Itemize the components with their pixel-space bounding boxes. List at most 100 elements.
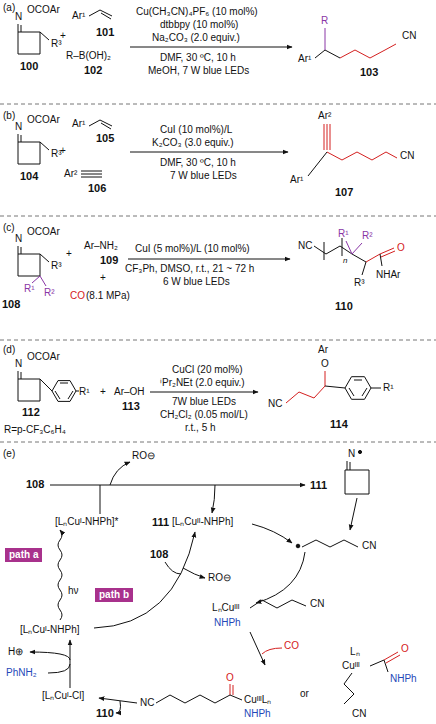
scheme-label: CF₃Ph, DMSO, r.t., 21 ~ 72 h	[125, 263, 254, 275]
scheme-label: (a)	[3, 2, 15, 14]
scheme-label: OCOAr	[27, 351, 60, 363]
scheme-label: OCOAr	[27, 114, 60, 126]
path-box: path b	[95, 588, 133, 602]
path-label: path b	[99, 589, 129, 600]
scheme-label: R¹	[79, 386, 90, 398]
scheme-label: CuᴵᴵᴵLₙ	[244, 694, 271, 706]
scheme-label: R³	[51, 38, 62, 50]
scheme-label: +	[100, 272, 106, 284]
scheme-label: R	[321, 15, 328, 27]
scheme-label: R²	[44, 287, 55, 299]
compound-number: 105	[96, 132, 114, 144]
scheme-label: NHPh	[244, 708, 271, 720]
compound-number: 110	[335, 300, 353, 312]
scheme-label: hν	[68, 585, 79, 597]
scheme-label: R¹	[338, 228, 349, 240]
scheme-label: R=p-CF₃C₆H₄	[4, 424, 66, 436]
compound-number: 111	[310, 479, 327, 491]
scheme-label: +	[60, 145, 66, 157]
scheme-label: +	[66, 248, 72, 260]
scheme-label: CN	[352, 708, 366, 720]
scheme-label: R³	[354, 277, 365, 289]
compound-number: 109	[100, 254, 118, 266]
scheme-label: (e)	[3, 448, 15, 460]
scheme-label: CO	[70, 290, 85, 302]
scheme-label: NHPh	[214, 617, 241, 629]
scheme-label: R–B(OH)₂	[66, 50, 111, 62]
scheme-label: Ar	[318, 344, 328, 356]
path-box: path a	[5, 548, 42, 562]
scheme-label: R³	[51, 148, 62, 160]
scheme-label: Lₙ	[350, 646, 360, 658]
compound-number: 107	[335, 186, 353, 198]
compound-number: 106	[88, 182, 106, 194]
scheme-label: CH₂Cl₂ (0.05 mol/L)	[160, 409, 248, 421]
scheme-label: n	[343, 255, 347, 267]
scheme-label: 7 W blue LEDs	[170, 170, 237, 182]
scheme-label: (d)	[3, 344, 15, 356]
scheme-label: Ar¹	[72, 118, 85, 130]
scheme-label: N	[348, 448, 355, 460]
scheme-label: CN	[362, 540, 376, 552]
compound-number: 114	[330, 418, 348, 430]
compound-number: 111	[152, 516, 169, 528]
scheme-label: NC	[298, 240, 312, 252]
scheme-label: R³	[51, 260, 62, 272]
scheme-label: +	[60, 30, 66, 42]
scheme-label: OCOAr	[27, 226, 60, 238]
scheme-label: Ar²	[318, 110, 331, 122]
compound-number: 108	[2, 298, 20, 310]
scheme-label: (c)	[3, 222, 15, 234]
scheme-label: Ar–NH₂	[84, 240, 118, 252]
scheme-label: Ar¹	[290, 174, 303, 186]
scheme-label: [LₙCuᴵ-NHPh]*	[55, 516, 118, 528]
scheme-label: or	[300, 688, 309, 700]
scheme-label: CuI (10 mol%)/L	[160, 124, 232, 136]
scheme-label: NHAr	[376, 269, 400, 281]
scheme-label: [LₙCuᴵᴵ-NHPh]	[172, 516, 233, 528]
compound-number: 108	[26, 478, 44, 490]
scheme-label: +	[100, 386, 106, 398]
scheme-label: DMF, 30 ºC, 10 h	[160, 157, 236, 169]
scheme-label: NC	[268, 398, 282, 410]
scheme-label: N	[15, 11, 22, 23]
compound-number: 110	[96, 707, 114, 719]
scheme-label: O	[226, 672, 234, 684]
compound-number: 113	[122, 400, 140, 412]
scheme-label: [LₙCuᴵ-Cl]	[42, 690, 84, 702]
path-label: path a	[9, 549, 38, 560]
scheme-label: Ar¹	[298, 53, 311, 65]
scheme-label: MeOH, 7 W blue LEDs	[148, 65, 249, 77]
scheme-label: RO⊖	[132, 450, 155, 462]
scheme-label: R¹	[383, 382, 394, 394]
scheme-label: R¹	[24, 283, 35, 295]
scheme-label: dtbbpy (10 mol%)	[160, 19, 238, 31]
scheme-label: DMF, 30 ºC, 10 h	[160, 52, 236, 64]
scheme-label: 7W blue LEDs	[172, 396, 236, 408]
scheme-label: 6 W blue LEDs	[163, 276, 230, 288]
compound-number: 104	[20, 170, 38, 182]
scheme-label: r.t., 5 h	[185, 422, 216, 434]
scheme-label: OCOAr	[27, 4, 60, 16]
scheme-label: Na₂CO₃ (2.0 equiv.)	[152, 32, 240, 44]
scheme-label: NC	[140, 697, 154, 709]
compound-number: 101	[96, 26, 114, 38]
scheme-label: N	[15, 233, 22, 245]
scheme-label: R²	[362, 230, 373, 242]
scheme-label: (8.1 MPa)	[86, 290, 130, 302]
scheme-label: CuI (5 mol%)/L (10 mol%)	[135, 243, 250, 255]
compound-number: 103	[360, 66, 378, 78]
compound-number: 112	[22, 406, 40, 418]
compound-number: 100	[20, 60, 38, 72]
scheme-label: ⁱPr₂NEt (2.0 equiv.)	[160, 377, 245, 389]
scheme-label: CuCl (20 mol%)	[172, 364, 243, 376]
scheme-label: H⊕	[8, 646, 23, 658]
compound-number: 108	[150, 548, 168, 560]
scheme-label: O	[401, 643, 409, 655]
scheme-label: LₙCuᴵᴵᴵ	[212, 602, 239, 614]
scheme-label: K₂CO₃ (3.0 equiv.)	[152, 137, 234, 149]
scheme-label: Ar¹	[72, 10, 85, 22]
scheme-label: O	[321, 358, 329, 370]
scheme-label: CN	[402, 30, 416, 42]
